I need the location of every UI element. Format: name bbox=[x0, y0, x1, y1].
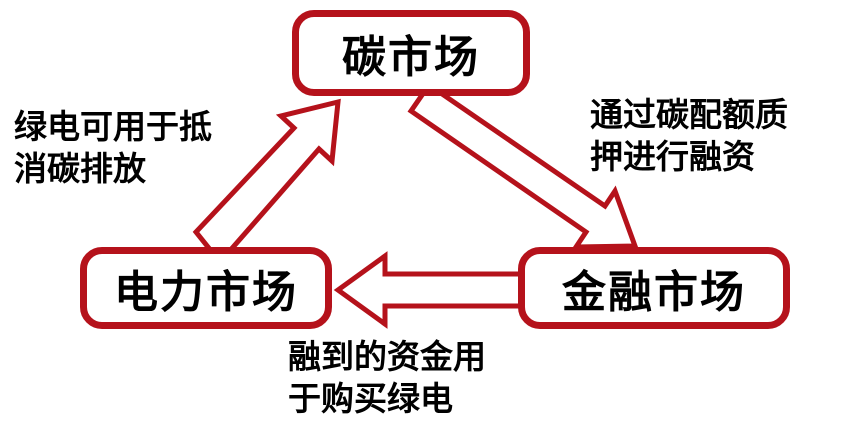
edge-label-line: 消碳排放 bbox=[14, 150, 146, 188]
arrow-carbon-to-finance-icon bbox=[407, 81, 639, 250]
node-electricity-market-label: 电力市场 bbox=[114, 268, 298, 317]
edge-label-line: 于购买绿电 bbox=[288, 380, 453, 418]
node-finance-market: 金融市场 bbox=[518, 247, 790, 329]
edge-label-electricity-to-carbon: 绿电可用于抵 消碳排放 bbox=[14, 106, 212, 190]
edge-label-line: 融到的资金用 bbox=[288, 338, 486, 375]
node-carbon-market: 碳市场 bbox=[292, 10, 530, 96]
edge-label-line: 通过碳配额质 bbox=[590, 96, 788, 133]
edge-label-line: 押进行融资 bbox=[590, 138, 755, 176]
edge-label-finance-to-electricity: 融到的资金用 于购买绿电 bbox=[288, 336, 486, 420]
arrow-finance-to-electricity-icon bbox=[333, 251, 527, 329]
node-electricity-market: 电力市场 bbox=[80, 247, 332, 329]
arrow-electricity-to-carbon-icon bbox=[192, 98, 341, 266]
edge-label-line: 绿电可用于抵 bbox=[14, 108, 212, 145]
edge-label-carbon-to-finance: 通过碳配额质 押进行融资 bbox=[590, 94, 788, 178]
node-carbon-market-label: 碳市场 bbox=[342, 33, 480, 82]
node-finance-market-label: 金融市场 bbox=[562, 268, 746, 317]
